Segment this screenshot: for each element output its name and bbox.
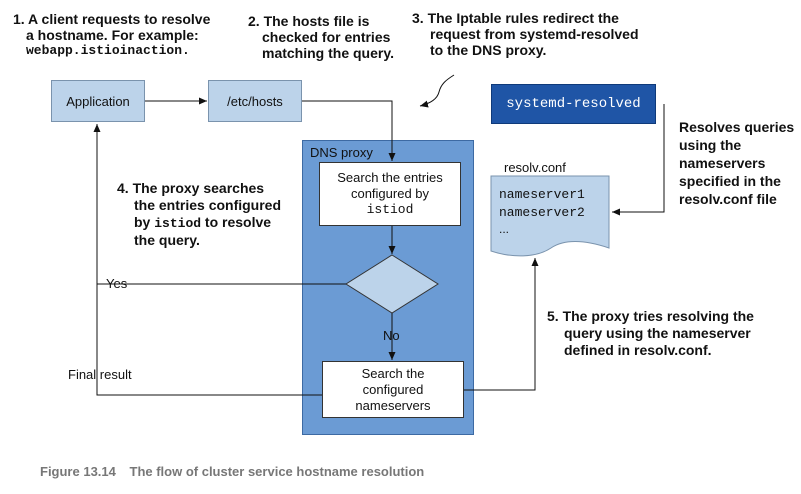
resolves-queries-note: Resolves queries using the nameservers s… <box>679 118 794 208</box>
etc-hosts-label: /etc/hosts <box>227 93 283 109</box>
final-result-line <box>96 284 322 396</box>
application-box: Application <box>51 80 145 122</box>
figure-caption-text: The flow of cluster service hostname res… <box>129 464 425 479</box>
step-2-line-2: checked for entries <box>262 29 391 45</box>
step-4-line-3-post: to resolve <box>201 214 272 230</box>
resolves-note-line-2: using the <box>679 137 742 153</box>
search-nameservers-line-1: Search the <box>361 365 425 381</box>
step-1-line-1: 1. A client requests to resolve <box>13 11 211 27</box>
resolves-note-line-3: nameservers <box>679 155 766 171</box>
step-5-annotation: 5. The proxy tries resolving the query u… <box>547 308 754 359</box>
figure-number: Figure 13.14 <box>40 464 116 479</box>
figure-caption: Figure 13.14 The flow of cluster service… <box>40 464 424 479</box>
step-4-line-4: the query. <box>134 232 200 248</box>
final-result-label: Final result <box>68 367 132 382</box>
resolv-conf-line-3: ... <box>499 222 510 236</box>
resolves-note-line-1: Resolves queries <box>679 119 795 135</box>
step-1-code: webapp.istioinaction. <box>26 43 190 58</box>
systemd-to-resolvconf-arrow <box>612 104 665 216</box>
no-label: No <box>383 328 400 343</box>
step-3-line-1: 3. The Iptable rules redirect the <box>412 10 619 26</box>
etc-hosts-box: /etc/hosts <box>208 80 302 122</box>
search-entries-box: Search the entries configured by istiod <box>319 162 461 226</box>
resolv-conf-contents: nameserver1 nameserver2 ... <box>499 186 585 236</box>
resolved-decision-diamond <box>345 254 439 314</box>
step-4-line-1: 4. The proxy searches <box>117 180 265 196</box>
step-1-annotation: 1. A client requests to resolve a hostna… <box>13 11 210 59</box>
step-5-line-1: 5. The proxy tries resolving the <box>547 308 754 324</box>
step-4-annotation: 4. The proxy searches the entries config… <box>117 180 281 249</box>
step-2-line-3: matching the query. <box>262 45 394 61</box>
resolves-note-line-5: resolv.conf file <box>679 191 777 207</box>
search-nameservers-box: Search the configured nameservers <box>322 361 464 418</box>
application-label: Application <box>66 93 130 109</box>
step-3-line-2: request from systemd-resolved <box>430 26 639 42</box>
search-entries-line-1: Search the entries <box>337 170 443 185</box>
nameservers-to-resolvconf-arrow <box>464 258 539 391</box>
step-2-line-1: 2. The hosts file is <box>248 13 370 29</box>
step-4-line-2: the entries configured <box>134 197 282 213</box>
systemd-resolved-box: systemd-resolved <box>491 84 656 124</box>
resolv-conf-line-2: nameserver2 <box>499 205 585 220</box>
resolv-conf-label: resolv.conf <box>504 160 566 175</box>
step-3-redirect-arrow <box>419 74 455 108</box>
step-4-code: istiod <box>154 216 202 231</box>
search-nameservers-line-2: configured <box>362 381 424 397</box>
resolv-conf-document <box>490 175 610 257</box>
step-3-line-3: to the DNS proxy. <box>430 42 547 58</box>
step-5-line-2: query using the nameserver <box>564 325 751 341</box>
step-4-line-3: by istiod to resolve <box>117 214 281 232</box>
resolves-note-line-4: specified in the <box>679 173 781 189</box>
yes-to-application-arrow <box>93 124 346 285</box>
search-nameservers-line-3: nameservers <box>355 397 431 413</box>
search-entries-code: istiod <box>366 202 414 217</box>
step-5-line-3: defined in resolv.conf. <box>564 342 712 358</box>
systemd-resolved-label: systemd-resolved <box>506 96 641 112</box>
step-4-line-3-pre: by <box>134 214 155 230</box>
step-2-annotation: 2. The hosts file is checked for entries… <box>248 13 394 61</box>
dns-proxy-label: DNS proxy <box>310 145 373 160</box>
step-1-line-2: a hostname. For example: <box>26 27 199 43</box>
step-3-annotation: 3. The Iptable rules redirect the reques… <box>412 10 639 58</box>
resolv-conf-line-1: nameserver1 <box>499 187 585 202</box>
hosts-to-proxy-arrow <box>302 100 396 161</box>
search-entries-line-2: configured by <box>350 186 430 201</box>
